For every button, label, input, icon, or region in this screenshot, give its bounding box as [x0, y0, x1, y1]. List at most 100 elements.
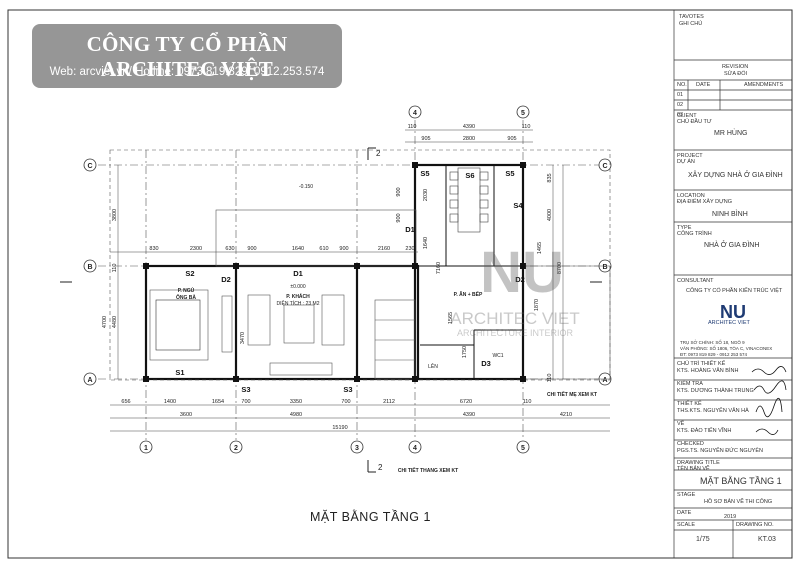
tb-role-5-name: PGS.TS. NGUYỄN ĐỨC NGUYÊN: [677, 448, 763, 454]
dim-45-2: 4390: [463, 124, 475, 130]
dim-b1-6: 700: [341, 399, 350, 405]
ramp-label: LÊN: [428, 362, 438, 370]
dim-left-3: 4480: [112, 316, 118, 328]
tb-location: NINH BÌNH: [712, 211, 748, 218]
section-2-top: 2: [376, 149, 381, 158]
tb-project-label: PROJECT: [677, 153, 703, 159]
dim-right-1: 835: [547, 173, 553, 182]
tb-rev-label: REVISION: [722, 64, 749, 70]
dim-right-3: 1465: [537, 242, 543, 254]
tb-client-sub: CHỦ ĐẦU TƯ: [677, 119, 712, 125]
tb-dwg: KT.03: [758, 536, 776, 543]
room-s5a: S5: [420, 169, 429, 178]
grid-label-c-right: C: [602, 163, 607, 170]
room-d1b: D1: [293, 269, 303, 278]
dim-45-1: 110: [408, 124, 417, 130]
tb-rev-col-3: AMENDMENTS: [744, 82, 784, 88]
tb-consult-addr3: ĐT: 0973 819 829 - 0912 253 574: [680, 352, 748, 357]
tb-project: XÂY DỰNG NHÀ Ở GIA ĐÌNH: [688, 172, 783, 179]
level-2: ±0.000: [290, 284, 305, 290]
dim-mid-2: 1640: [423, 237, 429, 249]
dim-top-3: 630: [225, 246, 234, 252]
grid-label-5-top: 5: [521, 110, 525, 117]
tb-role-2-label: KIỂM TRA: [677, 381, 703, 387]
dim-b1-3: 1654: [212, 399, 224, 405]
tb-scale: 1/75: [696, 536, 710, 543]
consultant-logo: NU: [720, 302, 746, 322]
dim-stair-3: 3470: [240, 332, 246, 344]
dim-top-2: 2300: [190, 246, 202, 252]
room-an: P. ĂN + BẾP: [454, 291, 483, 298]
tb-role-3-name: THS.KTS. NGUYỄN VĂN HÀ: [677, 408, 749, 414]
tb-role-4-name: KTS. ĐÀO TIẾN VĨNH: [677, 428, 732, 434]
tb-consult-company: CÔNG TY CỔ PHẦN KIẾN TRÚC VIỆT: [686, 288, 783, 294]
dim-top-9: 230: [405, 246, 414, 252]
tb-project-sub: DỰ ÁN: [677, 159, 695, 165]
grid-label-a: A: [87, 377, 92, 384]
room-s4: S4: [513, 201, 523, 210]
tb-consult-name: ARCHITEC VIET: [708, 320, 750, 326]
dim-right-4: 8700: [557, 262, 563, 274]
tb-role-3-label: THIẾT KẾ: [677, 401, 702, 407]
room-d2a: D2: [221, 275, 231, 284]
title-block: TAVOTES GHI CHÚ REVISION SỬA ĐỔI NO. DAT…: [674, 10, 792, 558]
dim-top-1: 830: [149, 246, 158, 252]
dim-b1-8: 6720: [460, 399, 472, 405]
room-wc: WC1: [492, 353, 503, 359]
grid-label-c: C: [87, 163, 92, 170]
dim-45d-1: 905: [421, 136, 430, 142]
tb-consult-addr1: TRỤ SỞ CHÍNH: SỐ 18, NGÕ 9: [680, 340, 745, 345]
tb-hdr1: TAVOTES: [679, 14, 704, 20]
grid-label-5: 5: [521, 445, 525, 452]
room-s3b: S3: [343, 385, 352, 394]
tb-client: MR HÙNG: [714, 130, 748, 137]
grid-label-b-right: B: [602, 264, 607, 271]
watermark: NU ARCHITEC VIET ARCHITECTURE INTERIOR: [450, 240, 579, 338]
tb-type-label: TYPE: [677, 225, 692, 231]
tb-drawing-label: DRAWING TITLE: [677, 460, 720, 466]
dim-b1-4: 700: [241, 399, 250, 405]
room-ngu2: ÔNG BÀ: [176, 293, 196, 301]
watermark-text1: ARCHITEC VIET: [450, 309, 579, 328]
dim-top-4: 900: [247, 246, 256, 252]
grid-label-1: 1: [144, 445, 148, 452]
tb-consult-addr2: VĂN PHÒNG: SỐ 1806, TÒA C, VINACONEX: [680, 346, 773, 351]
room-s2: S2: [185, 269, 194, 278]
dim-top-7: 900: [339, 246, 348, 252]
tb-type: NHÀ Ở GIA ĐÌNH: [704, 242, 760, 249]
tb-role-2-name: KTS. DƯƠNG THÀNH TRUNG: [677, 388, 754, 394]
dim-stair-5: 1750: [462, 346, 468, 358]
tb-rev-sub: SỬA ĐỔI: [724, 71, 748, 77]
dim-b2-2: 4980: [290, 412, 302, 418]
tb-dwg-label: DRAWING NO.: [736, 522, 774, 528]
plan-title: MẶT BẰNG TẦNG 1: [310, 510, 431, 524]
dim-45-3: 110: [522, 124, 531, 130]
signatures: [751, 366, 787, 435]
room-ngu: P. NGỦ: [178, 287, 195, 294]
tb-rev-col-2: DATE: [696, 82, 711, 88]
room-d2b: D2: [515, 275, 525, 284]
dimension-lines: [110, 129, 610, 432]
tb-client-label: CLIENT: [677, 113, 697, 119]
dim-b1-2: 1400: [164, 399, 176, 405]
tb-location-sub: ĐỊA ĐIỂM XÂY DỰNG: [677, 199, 733, 205]
tb-rev-row-1: 01: [677, 92, 684, 98]
dim-right-2: 4000: [547, 209, 553, 221]
room-s6: S6: [465, 171, 474, 180]
grid-label-a-right: A: [602, 377, 607, 384]
company-name: CÔNG TY CỔ PHẦN ARCHITEC VIỆT: [86, 32, 288, 81]
tb-role-4-label: VẼ: [677, 421, 685, 427]
dim-b2-4: 4210: [560, 412, 572, 418]
tb-rev-row-3: 03: [677, 112, 684, 118]
grid-bubbles: [83, 105, 612, 454]
tb-location-label: LOCATION: [677, 193, 705, 199]
room-khach: P. KHÁCH: [286, 293, 310, 300]
room-s5b: S5: [505, 169, 514, 178]
dim-mid-1: 2030: [423, 189, 429, 201]
level-1: -0.150: [299, 184, 313, 190]
dim-right-small: 1870: [534, 299, 540, 311]
tb-drawing-sub: TÊN BẢN VẼ: [677, 466, 710, 472]
dim-top-8: 2160: [378, 246, 390, 252]
tb-date-label: DATE: [677, 510, 692, 516]
